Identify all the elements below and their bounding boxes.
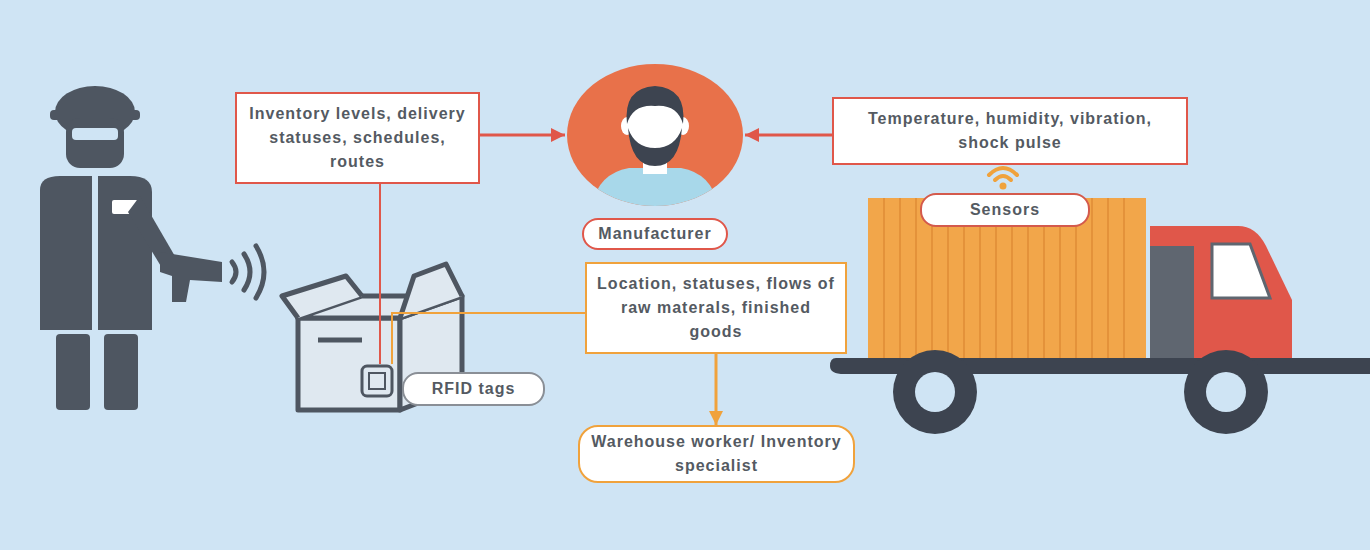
wheel <box>893 350 977 434</box>
signal-arc <box>232 262 236 282</box>
package-front <box>298 318 400 410</box>
rfid-tag <box>362 366 392 396</box>
worker-icon <box>40 86 222 410</box>
leg <box>104 334 138 410</box>
visor <box>72 128 118 140</box>
person-icon <box>591 86 719 208</box>
package-line <box>318 338 362 343</box>
manufacturer-avatar: Manufacturer <box>565 62 745 208</box>
label-pill: RFID tags <box>402 372 545 406</box>
wheel <box>1184 350 1268 434</box>
wireless-dot <box>1000 183 1007 190</box>
package-flap <box>400 264 462 318</box>
wireless-icon <box>989 168 1017 190</box>
leader-line <box>379 182 381 364</box>
leg <box>56 334 90 410</box>
wheel-hub <box>1206 372 1246 412</box>
info-box: Temperature, humidity, vibration, shock … <box>832 97 1188 165</box>
head <box>66 118 124 168</box>
arrow-connector <box>715 354 718 425</box>
hair <box>627 86 684 124</box>
scan-signal <box>232 246 264 298</box>
arrow-connector <box>745 134 832 137</box>
leader-line <box>392 313 585 364</box>
tag-chip <box>369 373 385 389</box>
package-flap <box>282 276 362 318</box>
arrow-connector <box>480 134 565 137</box>
node-text: Manufacturer <box>582 218 727 250</box>
cab-window <box>1212 244 1270 298</box>
node-text: RFID tags <box>414 377 533 401</box>
beard <box>628 128 682 166</box>
node-text: Temperature, humidity, vibration, shock … <box>844 107 1176 155</box>
wireless-arc <box>995 176 1011 180</box>
avatar-circle <box>565 62 745 208</box>
scanner <box>160 252 222 302</box>
node-text: Sensors <box>932 198 1078 222</box>
signal-arc <box>244 254 250 290</box>
node-text: Location, statuses, flows of raw materal… <box>597 272 835 344</box>
tag-outline <box>362 366 392 396</box>
signal-arc <box>256 246 264 298</box>
jacket <box>40 176 152 330</box>
wireless-arc <box>989 168 1017 175</box>
zipper <box>92 176 98 330</box>
node-text: Inventory levels, delivery statuses, sch… <box>247 102 468 174</box>
node-text: Warehouse worker/ Inventory specialist <box>590 430 843 478</box>
info-box: Inventory levels, delivery statuses, sch… <box>235 92 480 184</box>
truck <box>830 198 1370 434</box>
info-box: Location, statuses, flows of raw materal… <box>585 262 847 354</box>
cab-door <box>1150 246 1194 362</box>
wheel-hub <box>915 372 955 412</box>
label-pill: Warehouse worker/ Inventory specialist <box>578 425 855 483</box>
cab <box>1150 226 1292 362</box>
label-pill: Sensors <box>920 193 1090 227</box>
